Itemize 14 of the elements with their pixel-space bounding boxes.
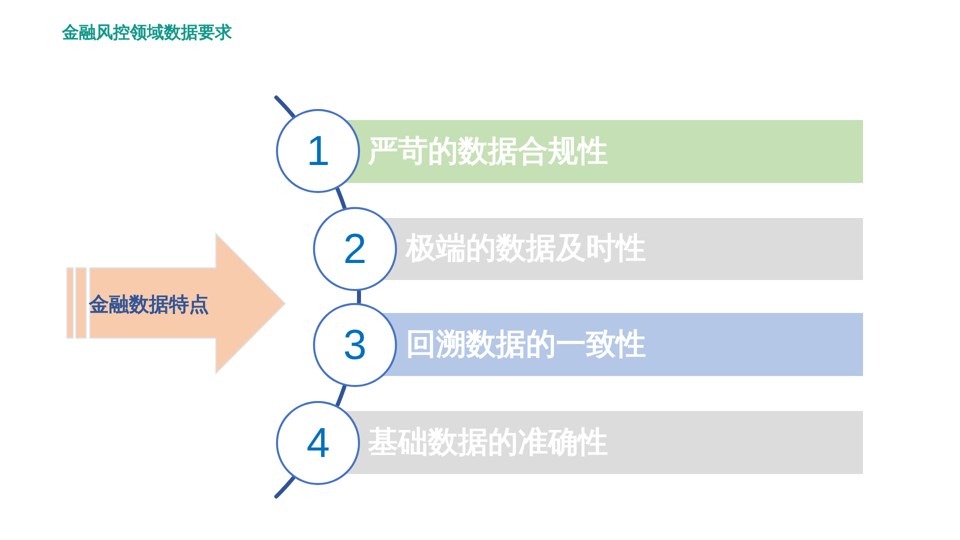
step-number: 1 xyxy=(306,128,330,174)
curve-line xyxy=(274,95,296,118)
curve-line xyxy=(335,384,347,408)
step-number: 3 xyxy=(343,322,367,368)
curve-line xyxy=(356,289,361,305)
step-label: 严苛的数据合规性 xyxy=(368,134,608,170)
curve-line xyxy=(274,476,296,499)
step-bar xyxy=(380,313,863,376)
slide-title: 金融风控领域数据要求 xyxy=(62,22,232,44)
step-number: 2 xyxy=(343,226,367,272)
step-number: 4 xyxy=(306,420,330,466)
node-label: 金融数据特点 xyxy=(89,292,209,316)
curve-line xyxy=(335,186,347,210)
step-label: 回溯数据的一致性 xyxy=(406,326,646,362)
